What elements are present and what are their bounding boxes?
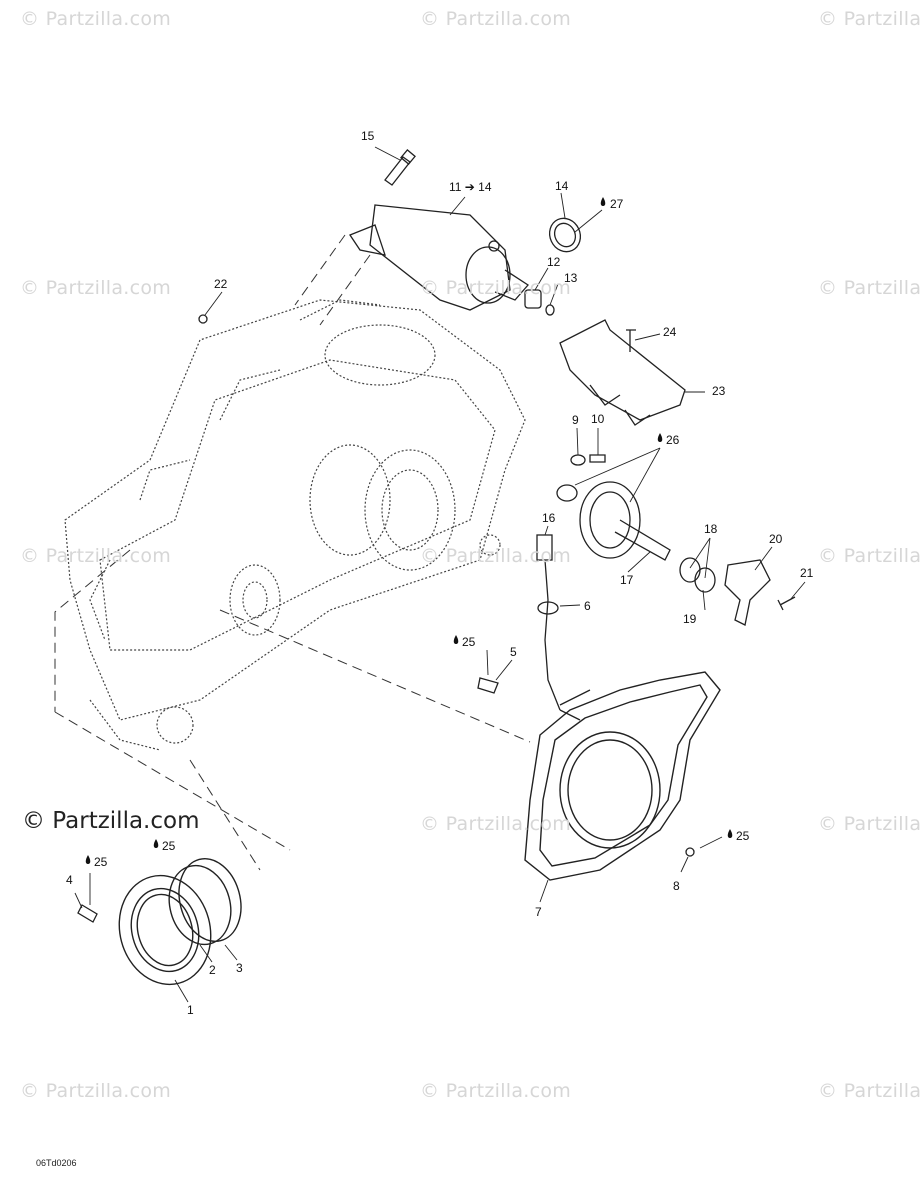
callout-5: 5 — [510, 645, 517, 659]
gear-17 — [556, 481, 671, 561]
watermark: © Partzilla.com — [818, 1080, 923, 1102]
lubricant-25-c: 25 — [94, 855, 108, 869]
callout-14: 14 — [555, 179, 569, 193]
oil-drop-icons — [85, 197, 733, 864]
seal-plate-1-2-3 — [118, 857, 242, 986]
callout-7: 7 — [535, 905, 542, 919]
watermark: © Partzilla.com — [20, 1080, 172, 1102]
callout-4: 4 — [66, 873, 73, 887]
bolt-4 — [77, 904, 98, 923]
watermark: © Partzilla.com — [818, 545, 923, 567]
callout-16: 16 — [542, 511, 556, 525]
bolt-8 — [685, 847, 695, 857]
callout-2: 2 — [209, 963, 216, 977]
washers-18-19 — [679, 557, 716, 593]
callout-24: 24 — [663, 325, 677, 339]
callout-10: 10 — [591, 412, 605, 426]
callout-18: 18 — [704, 522, 718, 536]
wire-harness-16-6 — [536, 534, 591, 721]
watermark: © Partzilla.com — [20, 8, 172, 30]
lubricant-25-d: 25 — [162, 839, 176, 853]
bolt-15 — [384, 149, 416, 186]
washer-9-bolt-10 — [570, 454, 606, 466]
bracket-20 — [724, 559, 771, 626]
lubricant-25-b: 25 — [736, 829, 750, 843]
bolt-21 — [777, 596, 796, 611]
callout-8: 8 — [673, 879, 680, 893]
watermark: © Partzilla.com — [420, 813, 572, 835]
watermark: © Partzilla.com — [20, 545, 172, 567]
oil-drop-icon — [600, 197, 606, 206]
bolt-22 — [198, 314, 208, 324]
callout-23: 23 — [712, 384, 726, 398]
callout-13: 13 — [564, 271, 578, 285]
callout-3: 3 — [236, 961, 243, 975]
drawing-code: 06Td0206 — [36, 1158, 77, 1168]
callout-19: 19 — [683, 612, 697, 626]
cover-23 — [559, 319, 686, 426]
lubricant-27: 27 — [610, 197, 624, 211]
callout-17: 17 — [620, 573, 634, 587]
callout-9: 9 — [572, 413, 579, 427]
cover-7 — [524, 671, 721, 881]
lubricant-25-a: 25 — [462, 635, 476, 649]
o-ring-14 — [548, 217, 582, 253]
leader-lines — [74, 146, 806, 1003]
callout-11-14: 11 ➔ 14 — [449, 180, 492, 194]
watermark: © Partzilla.com — [420, 545, 572, 567]
callout-1: 1 — [187, 1003, 194, 1017]
bolt-24 — [626, 329, 636, 352]
watermark: © Partzilla.com — [20, 277, 172, 299]
watermark: © Partzilla.com — [818, 277, 923, 299]
lubricant-26: 26 — [666, 433, 680, 447]
watermark: © Partzilla.com — [420, 8, 572, 30]
callout-12: 12 — [547, 255, 561, 269]
callout-20: 20 — [769, 532, 783, 546]
oil-drop-icon — [453, 635, 459, 644]
oil-drop-icon — [153, 839, 159, 848]
bolt-5 — [477, 677, 499, 694]
watermark: © Partzilla.com — [818, 813, 923, 835]
partzilla-watermark: © Partzilla.com — [22, 808, 200, 834]
watermark: © Partzilla.com — [420, 277, 572, 299]
oil-drop-icon — [727, 829, 733, 838]
callout-22: 22 — [214, 277, 228, 291]
watermark: © Partzilla.com — [420, 1080, 572, 1102]
oil-drop-icon — [657, 433, 663, 442]
callout-21: 21 — [800, 566, 814, 580]
guide-lines — [54, 234, 531, 871]
oil-drop-icon — [85, 855, 91, 864]
starter-motor — [349, 204, 529, 311]
watermark: © Partzilla.com — [818, 8, 923, 30]
callout-6: 6 — [584, 599, 591, 613]
engine-crankcase — [64, 299, 526, 751]
callout-15: 15 — [361, 129, 375, 143]
